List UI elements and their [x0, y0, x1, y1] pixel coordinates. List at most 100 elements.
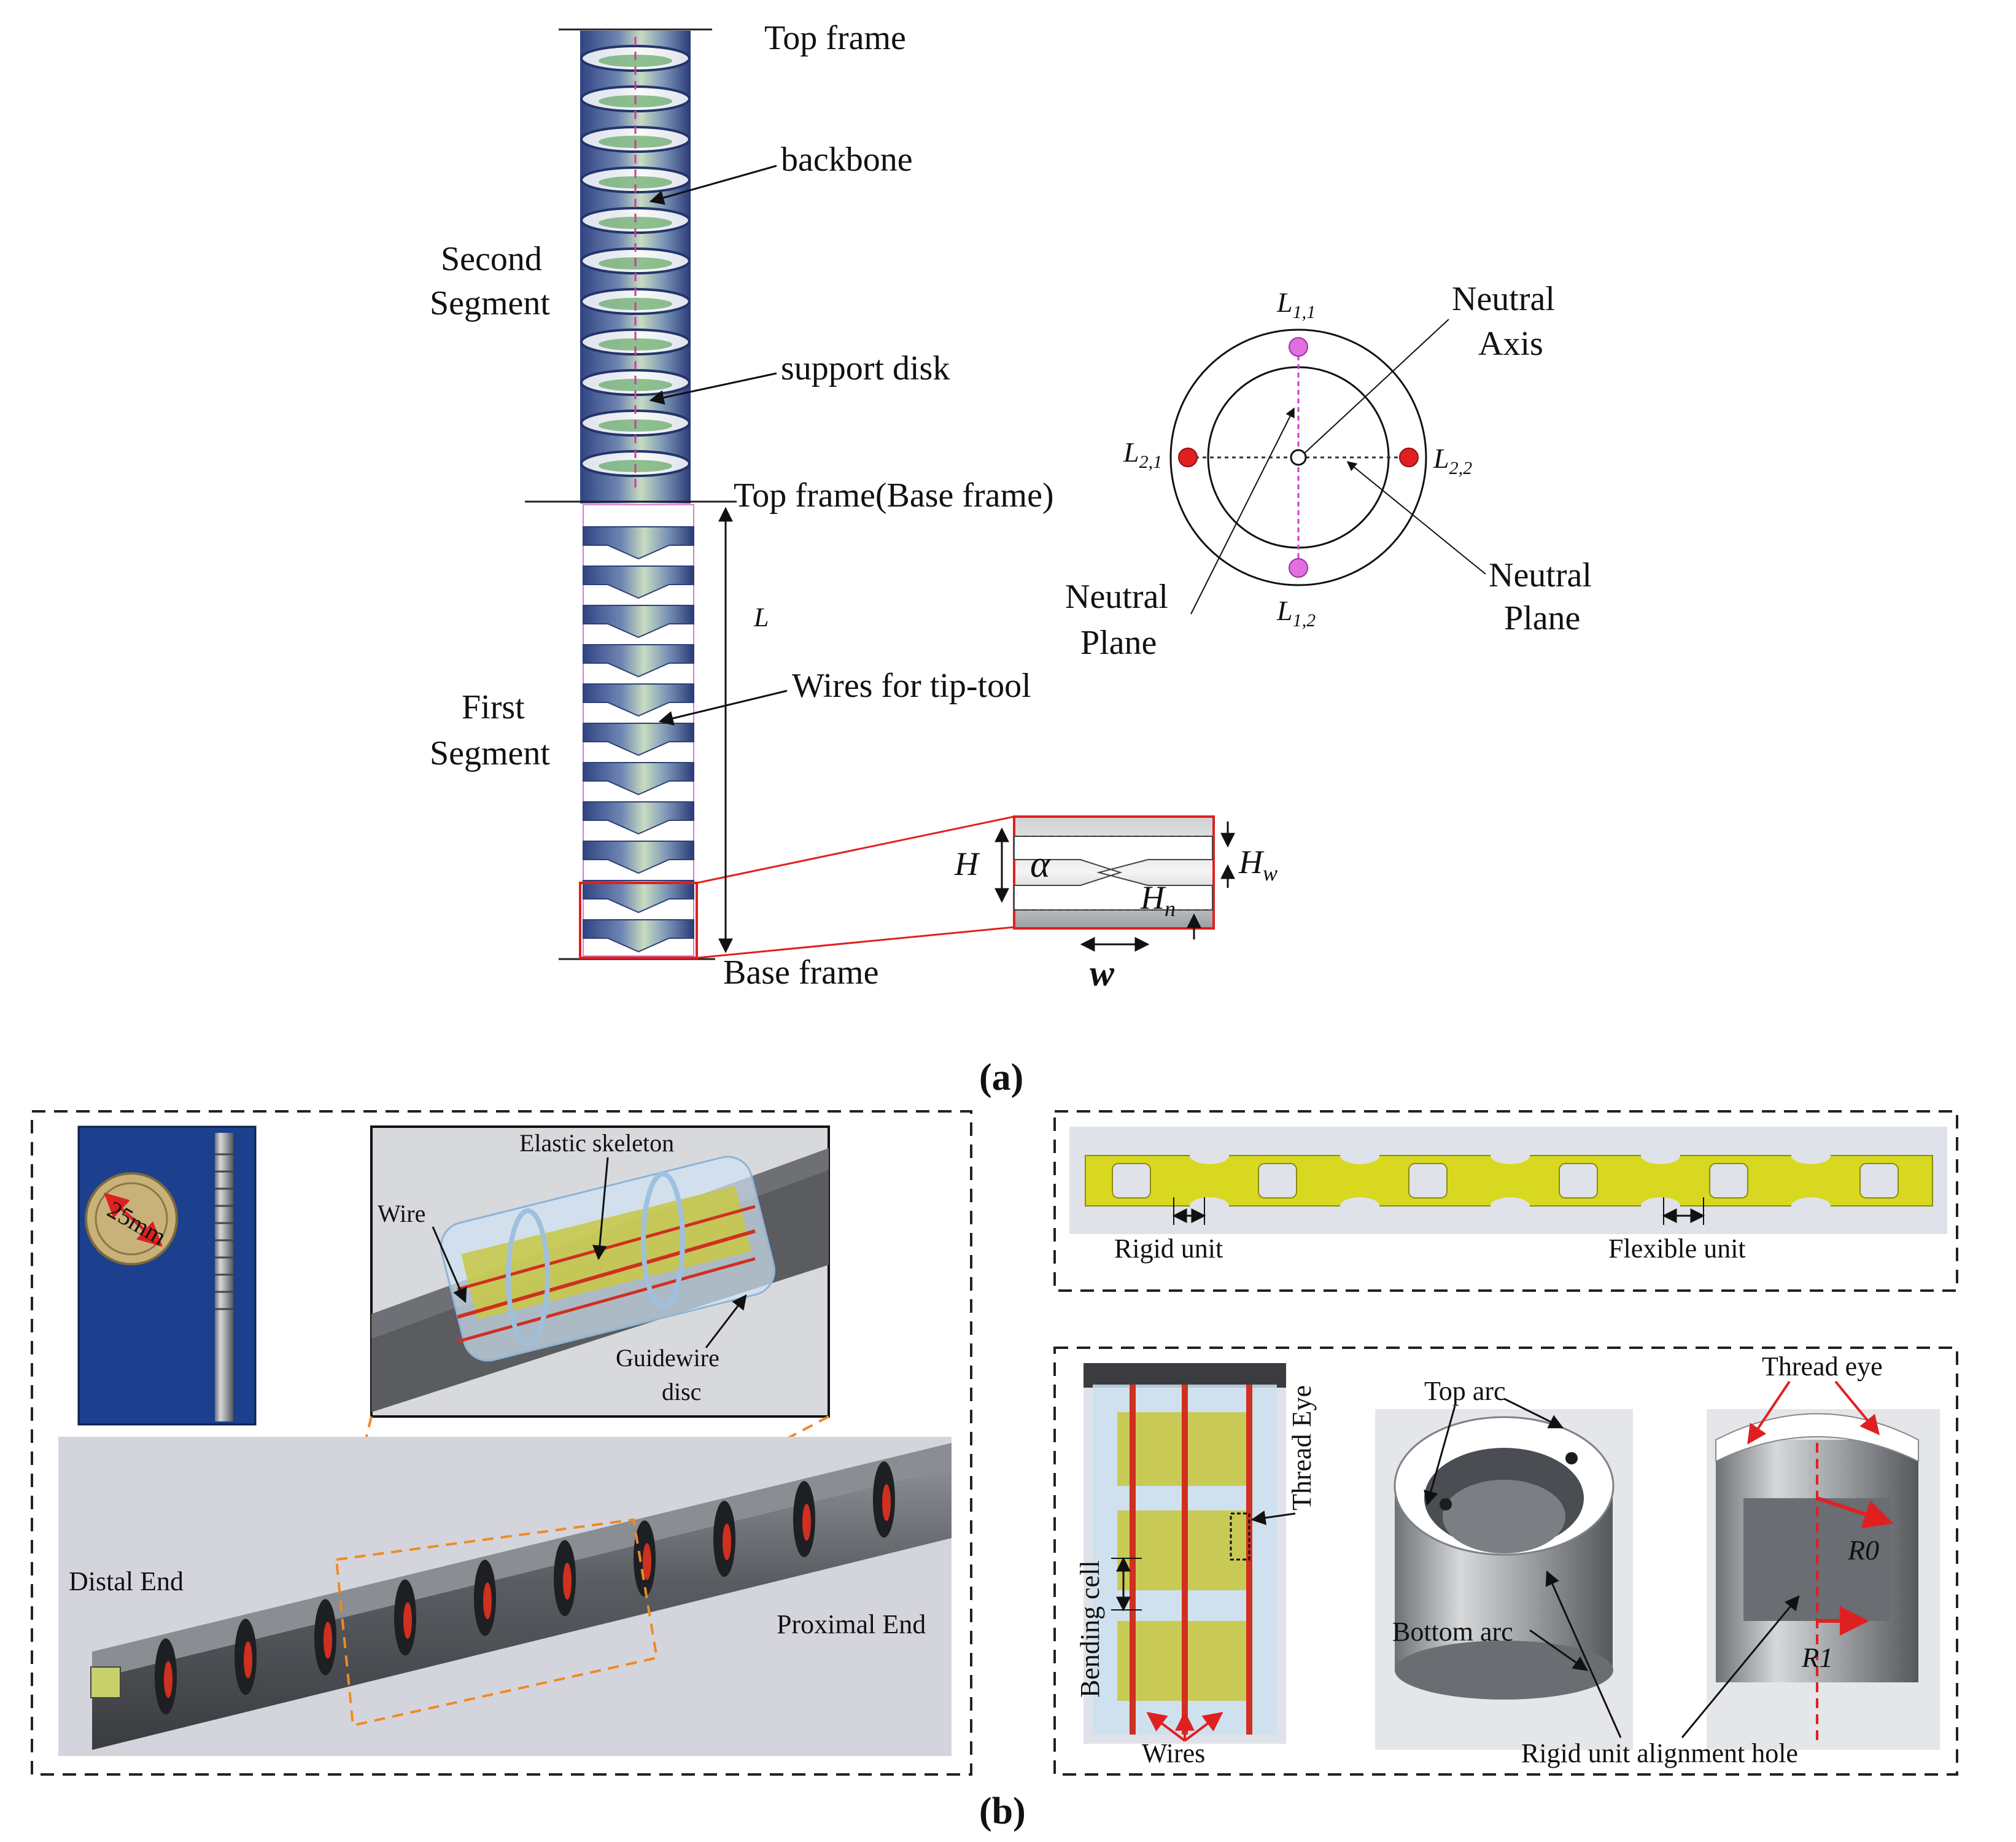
skeleton-neck-top	[1190, 1147, 1229, 1164]
top-arc-label: Top arc	[1424, 1376, 1506, 1406]
main-render-wire	[164, 1661, 173, 1698]
flexure-notch	[583, 683, 694, 717]
rigid-unit-render: Top arc Bottom arc	[1375, 1376, 1633, 1750]
center-point	[1290, 449, 1307, 466]
skeleton-neck-bottom	[1340, 1197, 1379, 1214]
zoom-line-top	[696, 815, 1015, 884]
skeleton-render: Rigid unit Flexible unit	[1069, 1127, 1947, 1264]
flexure-notch	[583, 526, 694, 560]
guidewire-disc-pointer	[705, 1294, 747, 1348]
main-render-wire	[802, 1504, 811, 1541]
panel-b: 25mm Elastic skeleton Wire Guidewire dis…	[31, 1110, 1958, 1832]
thread-eye-vertical-pointer	[1250, 1510, 1296, 1525]
flexure-notch	[583, 565, 694, 599]
notch-detail: H α Hw Hn w	[954, 815, 1277, 993]
outer-ring	[1169, 328, 1427, 586]
Hw-label: Hw	[1238, 844, 1277, 885]
wire-hole-L11	[1289, 337, 1308, 357]
skeleton-neck-bottom	[1190, 1197, 1229, 1214]
guidewire-disc-label-2: disc	[662, 1378, 701, 1405]
Hn-label: Hn	[1140, 879, 1176, 921]
backbone-pointer	[649, 165, 777, 205]
neutral-plane-right-pointer	[1346, 460, 1486, 575]
main-render-wire	[723, 1523, 731, 1561]
neutral-plane-left-label-1: Neutral	[1065, 578, 1168, 616]
neutral-plane-left-label-2: Plane	[1080, 624, 1157, 662]
neutral-axis-label-1: Neutral	[1452, 280, 1555, 318]
L12-label: L1,2	[1276, 595, 1316, 631]
R0-label: R0	[1847, 1534, 1879, 1566]
first-segment-notches	[583, 526, 694, 953]
skeleton-window	[1258, 1163, 1297, 1199]
flexure-notch	[583, 841, 694, 874]
zoom-line-bottom	[696, 926, 1015, 959]
skeleton-neck-top	[1340, 1147, 1379, 1164]
w-label: w	[1090, 953, 1115, 993]
tip-tool	[90, 1666, 121, 1698]
wire-pointer	[432, 1226, 467, 1304]
wires-tip-tool-pointer	[658, 690, 788, 726]
R0-arrow	[1816, 1496, 1894, 1529]
thread-eye-label: Thread eye	[1762, 1351, 1883, 1382]
main-render-wire	[244, 1641, 252, 1679]
elastic-skeleton-label: Elastic skeleton	[519, 1129, 674, 1157]
neutral-axis-label-2: Axis	[1478, 325, 1543, 363]
main-render-wire	[882, 1484, 891, 1521]
wire-hole-L21	[1178, 448, 1198, 467]
bottom-arc-pointer	[1529, 1629, 1588, 1671]
skeleton-neck-bottom	[1491, 1197, 1530, 1214]
L21-label: L2,1	[1123, 437, 1162, 472]
skeleton-neck-top	[1791, 1147, 1831, 1164]
proximal-end-label: Proximal End	[777, 1609, 926, 1639]
main-render: Distal End Proximal End	[58, 1437, 952, 1756]
main-render-wire	[403, 1602, 412, 1639]
bottom-arc-label: Bottom arc	[1392, 1617, 1513, 1647]
right-bottom-dashed-box	[1053, 1347, 1958, 1776]
panel-a: L Top frame backbone Second Segment supp…	[430, 19, 1592, 1098]
flexible-unit-label: Flexible unit	[1608, 1234, 1746, 1264]
main-render-wire	[563, 1563, 572, 1600]
wire-hole-L22	[1399, 448, 1419, 467]
skeleton-neck-top	[1491, 1147, 1530, 1164]
H-label: H	[954, 845, 980, 882]
support-disk-inner	[599, 379, 672, 391]
robot-body	[525, 28, 1015, 960]
top-arc-hole-left	[1440, 1498, 1452, 1510]
top-frame-base-label: Top frame(Base frame)	[734, 476, 1054, 515]
first-segment-label-2: Segment	[430, 734, 550, 772]
flexure-notch	[583, 801, 694, 835]
support-disk-pointer	[649, 372, 777, 405]
main-render-wire	[643, 1543, 651, 1580]
skeleton-neck-top	[1641, 1147, 1680, 1164]
coin-diameter-arrow	[104, 1192, 163, 1247]
top-frame-label: Top frame	[764, 19, 906, 57]
caption-a: (a)	[979, 1057, 1023, 1098]
thread-eye-pointer-right	[1834, 1380, 1880, 1436]
skeleton-window	[1408, 1163, 1448, 1199]
neutral-plane-left-pointer	[1190, 407, 1295, 615]
prototype-rod	[215, 1133, 233, 1421]
thread-eye-vertical-label: Thread Eye	[1287, 1385, 1317, 1510]
wire-hole-L12	[1289, 558, 1308, 578]
top-arc-pointer-left	[1424, 1405, 1456, 1506]
distal-end-label: Distal End	[69, 1566, 184, 1596]
skeleton-windows	[1112, 1147, 1899, 1214]
cutaway-render: R0 R1 Thread eye	[1707, 1351, 1940, 1750]
support-disk-inner	[599, 338, 672, 351]
main-render-cuts	[155, 1461, 895, 1715]
left-dashed-box	[31, 1110, 972, 1776]
support-disk-inner	[599, 217, 672, 229]
top-arc-hole-right	[1565, 1452, 1578, 1464]
support-disk-label: support disk	[781, 349, 950, 387]
wires-tip-tool-label: Wires for tip-tool	[792, 667, 1031, 705]
wires-label: Wires	[1142, 1738, 1205, 1768]
alignment-hole-pointer-left	[1545, 1570, 1622, 1738]
neutral-plane-right-label-2: Plane	[1504, 599, 1580, 637]
elastic-skeleton-pointer	[592, 1157, 609, 1261]
top-arc-pointer-right	[1503, 1397, 1564, 1429]
neutral-axis-pointer	[1304, 319, 1449, 454]
alignment-hole-label: Rigid unit alignment hole	[1521, 1738, 1798, 1768]
rigid-unit-label: Rigid unit	[1114, 1234, 1223, 1264]
support-disk-inner	[599, 176, 672, 188]
flexure-notch	[583, 762, 694, 796]
